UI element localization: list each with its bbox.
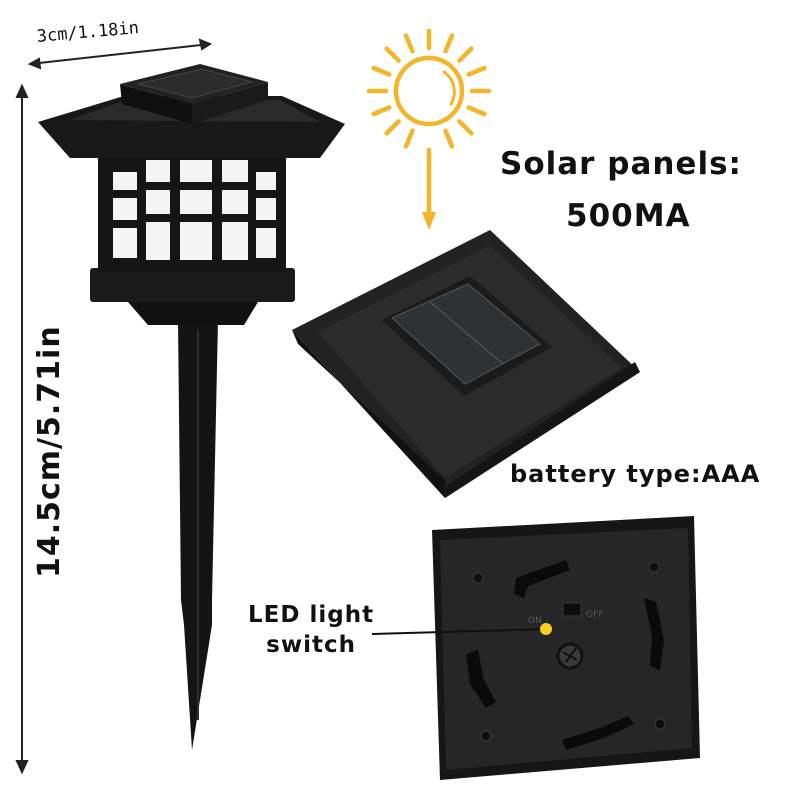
width-dimension-arrow — [27, 38, 213, 70]
sun-icon — [366, 28, 492, 221]
sun-arrow-head — [422, 212, 436, 230]
sun-ray — [384, 46, 401, 63]
sun-ray — [371, 105, 392, 117]
solar-panels-value: 500MA — [566, 198, 691, 234]
sun-ray — [384, 119, 401, 136]
switch-off-text: OFF — [586, 610, 603, 620]
battery-compartment-plate: ON OFF — [432, 516, 700, 780]
solar-panels-title: Solar panels: — [500, 146, 742, 182]
sun-ray — [466, 65, 487, 77]
sun-ray — [403, 33, 415, 54]
height-dimension-label: 14.5cm/5.71in — [32, 325, 67, 578]
sun-ray — [371, 65, 392, 77]
led-switch-pointer — [371, 628, 547, 635]
solar-cell-array — [391, 283, 541, 385]
led-switch-label-line1: LED light — [248, 602, 375, 628]
height-dimension-arrow — [15, 83, 29, 775]
sun-ray — [403, 128, 415, 149]
battery-type-label: battery type:AAA — [510, 460, 761, 488]
led-switch-label: LED light switch — [248, 600, 374, 660]
led-switch-indicator-dot — [540, 623, 552, 635]
sun-ray — [457, 46, 474, 63]
lantern-base — [90, 268, 295, 302]
switch-on-text: ON — [528, 616, 542, 626]
slide-switch — [562, 602, 582, 617]
sun-ray — [443, 33, 455, 54]
sun-ray — [443, 128, 455, 149]
sun-ray — [457, 119, 474, 136]
solar-panel-top — [292, 230, 640, 498]
sun-ray — [466, 105, 487, 117]
solar-lantern-light — [38, 64, 345, 750]
led-switch-label-line2: switch — [266, 632, 356, 658]
